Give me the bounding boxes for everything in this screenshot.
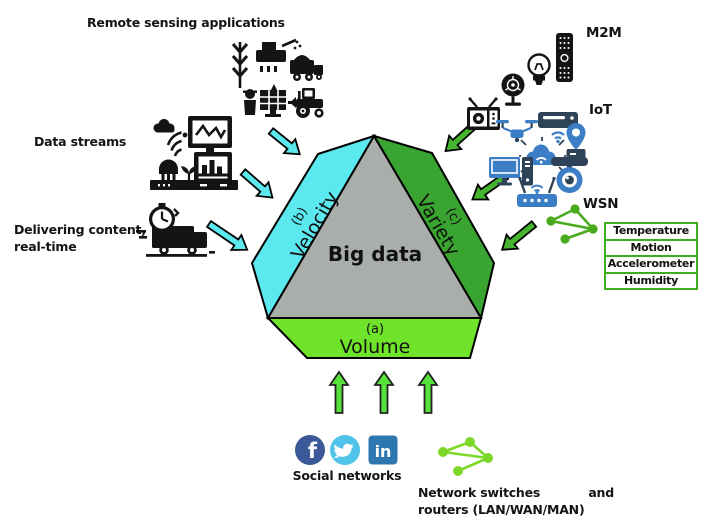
cyan-arrow-delivering: [205, 219, 249, 251]
wheat-icon: [231, 42, 249, 88]
volume-label: Volume: [339, 335, 411, 358]
data-streams-icons: [150, 116, 238, 190]
m2m-icons: [467, 33, 573, 130]
cyan-arrow-data-streams: [239, 168, 274, 199]
router-icon: [517, 176, 557, 207]
clock-icon: [149, 203, 180, 232]
wsn-table-row-motion: Motion: [606, 241, 696, 257]
volume-label-group: (a) Volume: [325, 320, 425, 360]
cloud-icon: [153, 119, 175, 133]
delivery-truck-icon: [136, 226, 215, 257]
desktop-computer-icon: [489, 157, 533, 186]
remote-sensing-label: Remote sensing applications: [87, 15, 285, 30]
network-switches-line1: Network switches and: [418, 484, 614, 501]
wsn-table-row-temperature: Temperature: [606, 224, 696, 241]
social-icons: f in: [295, 435, 398, 465]
remote-control-icon: [556, 33, 573, 82]
big-data-triangle: [266, 134, 483, 319]
big-data-label: Big data: [327, 242, 423, 266]
wsn-label: WSN: [583, 196, 619, 212]
iot-label: IoT: [589, 102, 612, 118]
network-switches-label: Network switches and routers (LAN/WAN/MA…: [418, 484, 614, 518]
tractor-icon: [296, 88, 324, 118]
network-graph-icon: [438, 437, 493, 476]
tv-icon: [467, 97, 500, 130]
printer-icon: [538, 112, 578, 144]
network-switches-line2: routers (LAN/WAN/MAN): [418, 502, 585, 517]
up-arrow-1: [328, 370, 350, 414]
wsn-table-row-accelerometer: Accelerometer: [606, 257, 696, 274]
dump-truck-icon: [290, 55, 323, 81]
soil-sensor-icon: [159, 159, 178, 183]
iot-icons: [489, 112, 588, 207]
linkedin-glyph: in: [375, 442, 392, 461]
network-switches-and: and: [588, 485, 614, 500]
cyan-arrow-remote-sensing: [267, 127, 301, 156]
bar-chart-monitor-icon: [194, 152, 232, 182]
m2m-label: M2M: [586, 25, 622, 41]
farm-monitor-icon: [243, 89, 286, 117]
facebook-glyph: f: [308, 439, 318, 463]
delivering-line2: real-time: [14, 239, 77, 254]
social-networks-label: Social networks: [292, 468, 402, 483]
harvester-icon: [256, 38, 302, 72]
fan-icon: [501, 73, 525, 106]
light-bulb-icon: [527, 53, 551, 85]
up-arrow-2: [373, 370, 395, 414]
line-chart-monitor-icon: [182, 116, 232, 155]
location-pin-icon: [566, 123, 586, 162]
delivering-line1: Delivering content,: [14, 222, 146, 237]
linkedin-icon: in: [368, 435, 398, 465]
delivering-icons: [136, 203, 215, 257]
twitter-bird: [333, 443, 354, 458]
up-arrow-3: [417, 370, 439, 414]
network-switches-text: Network switches: [418, 485, 541, 500]
wsn-table-row-humidity: Humidity: [624, 273, 678, 287]
data-streams-label: Data streams: [34, 134, 127, 149]
delivering-content-label: Delivering content, real-time: [14, 221, 146, 255]
wsn-sensor-table: Temperature Motion Accelerometer Humidit…: [604, 222, 698, 290]
ground-icon: [150, 180, 238, 190]
sensor-network-graph-icon: [546, 204, 598, 244]
security-camera-icon: [551, 157, 588, 193]
volume-tag: (a): [365, 321, 385, 337]
green-arrow-wsn: [500, 220, 538, 251]
twitter-icon: [330, 435, 360, 465]
drone-icon: [496, 120, 538, 143]
facebook-icon: f: [295, 435, 325, 465]
remote-sensing-icons: [231, 38, 324, 118]
wifi-signal-icon: [166, 131, 182, 157]
